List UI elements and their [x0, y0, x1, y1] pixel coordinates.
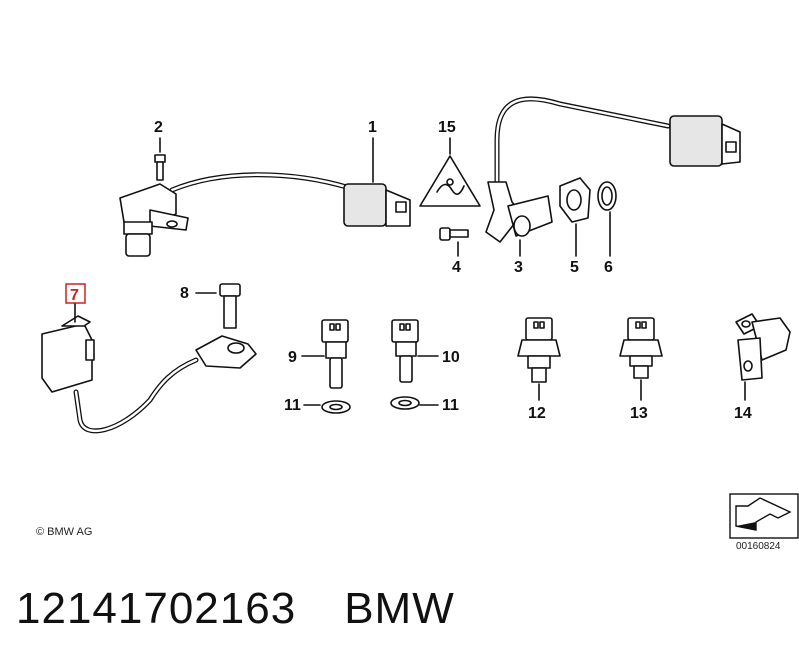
callout-12: 12	[528, 405, 546, 422]
callout-8: 8	[180, 285, 189, 302]
callout-11-right: 11	[442, 397, 459, 414]
part-pressure-switch-12	[517, 317, 561, 383]
callout-3: 3	[514, 259, 523, 276]
callout-15: 15	[438, 119, 456, 136]
callout-4: 4	[452, 259, 461, 276]
callout-7-highlight-box	[65, 283, 86, 304]
copyright-text: © BMW AG	[36, 526, 93, 538]
part-sensor-3	[485, 96, 741, 243]
callout-1: 1	[368, 119, 377, 136]
diagram-reference-arrow-icon	[729, 493, 799, 539]
callout-11-left: 11	[284, 397, 301, 414]
footer-caption: 12141702163 BMW	[16, 584, 503, 634]
part-temp-sensor-10	[391, 319, 419, 383]
callout-14: 14	[734, 405, 752, 422]
part-sensor-1	[119, 172, 411, 257]
part-pressure-switch-13	[619, 317, 663, 379]
part-screw-4	[439, 227, 469, 241]
part-bolt-2	[154, 154, 166, 181]
callout-2: 2	[154, 119, 163, 136]
part-position-sensor-14	[735, 313, 791, 381]
parts-diagram: 2 1 15 4 3	[41, 96, 799, 539]
part-number: 12141702163	[16, 584, 297, 633]
part-warning-label-15	[419, 155, 481, 207]
callout-10: 10	[442, 349, 460, 366]
part-o-ring-6	[597, 181, 617, 211]
brand-name: BMW	[344, 584, 455, 633]
callout-9: 9	[288, 349, 297, 366]
part-washer-11	[321, 396, 420, 414]
callout-7: 7	[70, 287, 79, 304]
diagram-reference-number: 00160824	[736, 541, 781, 552]
callout-6: 6	[604, 259, 613, 276]
part-gasket-5	[559, 177, 591, 223]
callout-13: 13	[630, 405, 648, 422]
part-bolt-8	[219, 283, 241, 329]
part-temp-sensor-9	[321, 319, 349, 389]
part-knock-sensor-7	[41, 315, 257, 434]
callout-5: 5	[570, 259, 579, 276]
